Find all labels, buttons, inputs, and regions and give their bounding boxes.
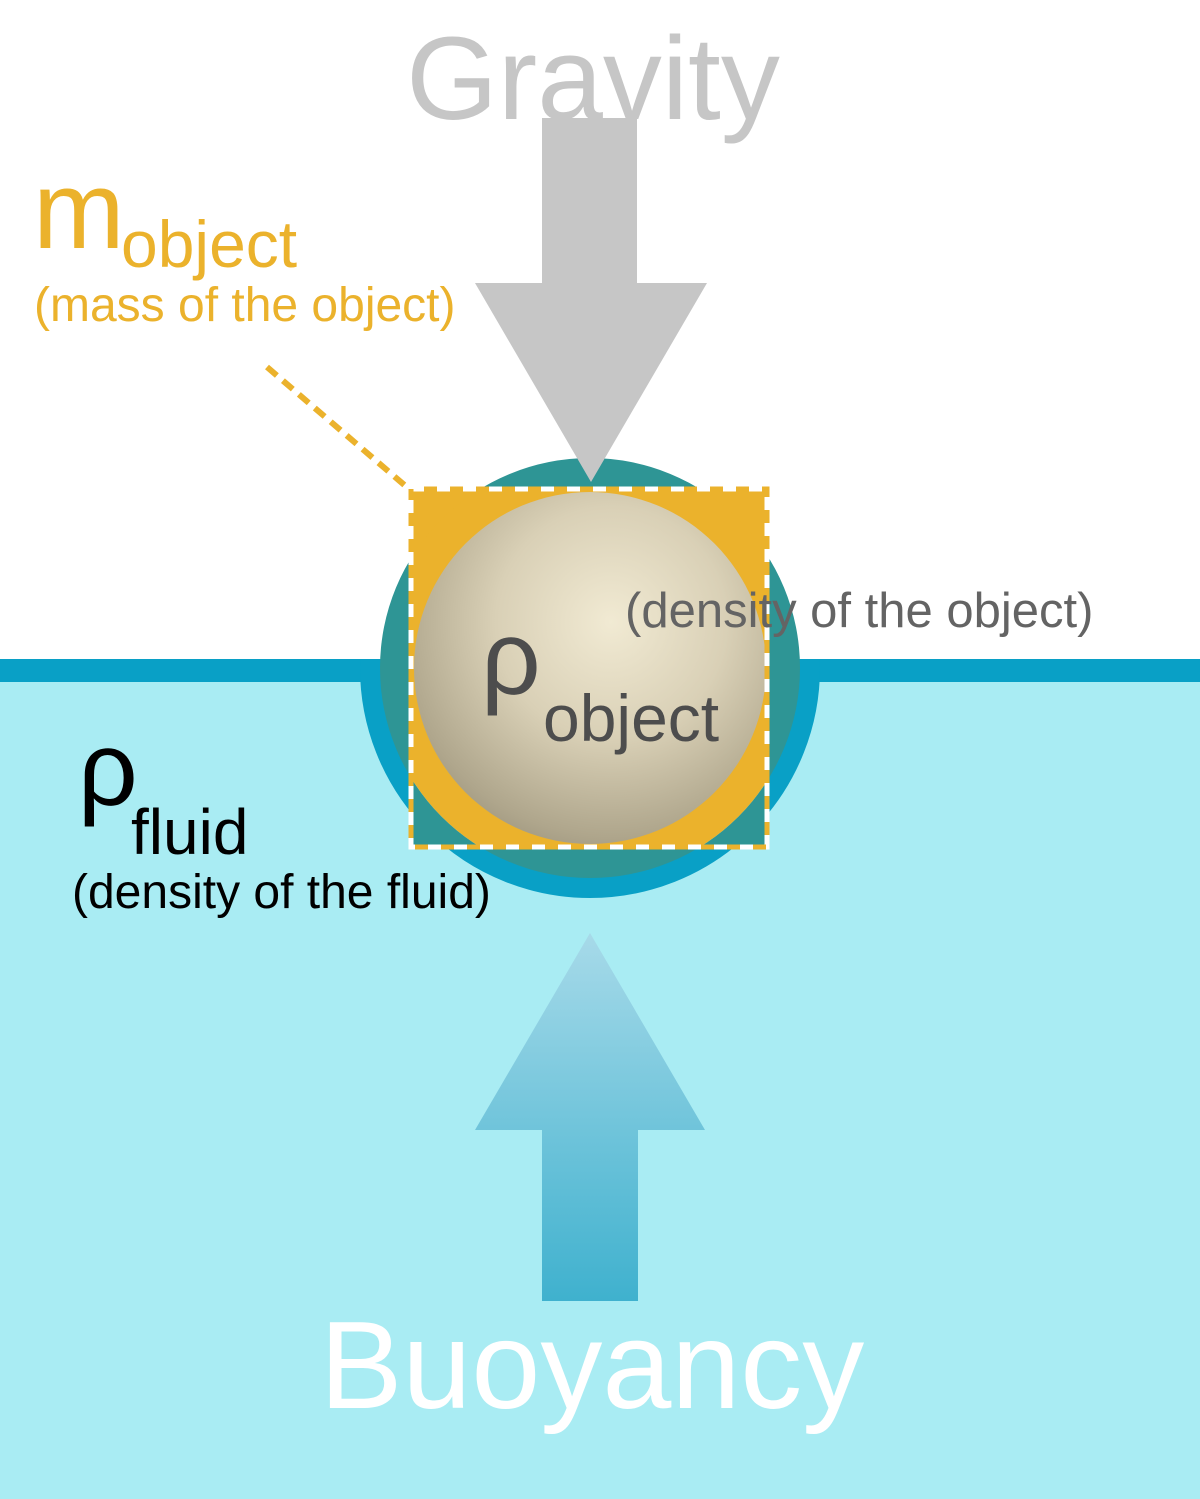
density-fluid-symbol: ρ [78, 711, 138, 828]
floating-ball [414, 492, 766, 844]
meniscus-ring [360, 489, 820, 898]
object-square-dashed-border-white [408, 486, 770, 850]
density-object-caption: (density of the object) [625, 584, 1093, 638]
gravity-label: Gravity [406, 13, 780, 145]
density-object-symbol: ρ [481, 600, 541, 717]
density-fluid-caption: (density of the fluid) [72, 866, 491, 919]
buoyancy-label: Buoyancy [320, 1297, 865, 1435]
mass-subscript: object [121, 207, 297, 281]
density-object-subscript: object [543, 681, 719, 755]
gravity-arrow [475, 118, 707, 482]
density-fluid-subscript: fluid [131, 796, 248, 868]
mass-symbol: m [33, 149, 125, 272]
mass-label-leader-line [265, 364, 411, 492]
mass-caption: (mass of the object) [34, 279, 456, 332]
buoyancy-arrow [475, 933, 705, 1301]
object-square-dashed-border-orange [408, 486, 770, 850]
